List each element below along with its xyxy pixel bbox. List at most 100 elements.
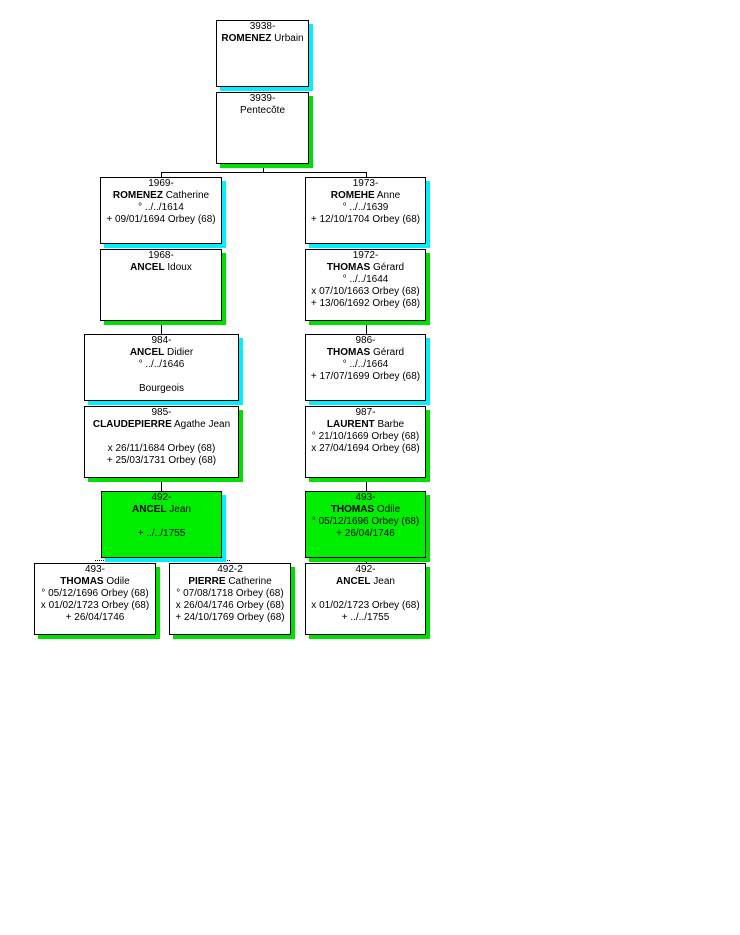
- connector-line: [366, 172, 367, 177]
- person-surname: ROMEHE: [330, 190, 375, 201]
- person-number: 1973-: [352, 178, 379, 189]
- person-node[interactable]: 3939-Pentecôte: [216, 92, 309, 164]
- person-surname: ANCEL: [336, 576, 371, 587]
- person-detail: [306, 588, 425, 600]
- person-detail: ° 05/12/1696 Orbey (68): [311, 516, 420, 527]
- person-given-name: Didier: [167, 347, 194, 358]
- person-number: 986-: [355, 335, 376, 346]
- person-detail: + 24/10/1769 Orbey (68): [175, 612, 285, 623]
- person-number: 3938-: [249, 21, 276, 32]
- person-given-name: Agathe Jean: [173, 419, 231, 430]
- person-number: 984-: [151, 335, 172, 346]
- person-node[interactable]: 987-LAURENT Barbe° 21/10/1669 Orbey (68)…: [305, 406, 426, 478]
- person-number: 985-: [151, 407, 172, 418]
- person-detail: [85, 371, 238, 383]
- person-name: ANCEL Didier: [85, 347, 238, 359]
- person-name: PIERRE Catherine: [170, 576, 290, 588]
- person-surname: ANCEL: [129, 347, 165, 358]
- person-number: 493-: [355, 492, 376, 503]
- person-surname: THOMAS: [326, 347, 371, 358]
- person-name: THOMAS Gérard: [306, 262, 425, 274]
- person-surname: ROMENEZ: [112, 190, 163, 201]
- person-node[interactable]: 1969-ROMENEZ Catherine° ../../1614+ 09/0…: [100, 177, 222, 244]
- person-given-name: Jean: [373, 576, 395, 587]
- person-node[interactable]: 492-ANCEL Jean + ../../1755: [101, 491, 222, 558]
- person-detail: x 07/10/1663 Orbey (68): [311, 286, 420, 297]
- person-given-name: Pentecôte: [239, 105, 286, 116]
- person-number: 493-: [84, 564, 105, 575]
- person-detail: + ../../1755: [341, 612, 390, 623]
- person-detail: x 01/02/1723 Orbey (68): [40, 600, 150, 611]
- person-name: THOMAS Odile: [35, 576, 155, 588]
- connector-line: [161, 172, 366, 173]
- person-name: THOMAS Odile: [306, 504, 425, 516]
- person-name: ANCEL Jean: [306, 576, 425, 588]
- person-name: Pentecôte: [217, 105, 308, 117]
- person-surname: LAURENT: [326, 419, 375, 430]
- person-node[interactable]: 493-THOMAS Odile° 05/12/1696 Orbey (68)x…: [34, 563, 156, 635]
- person-name: ROMENEZ Catherine: [101, 190, 221, 202]
- person-number: 492-2: [217, 564, 243, 575]
- person-detail: [85, 431, 238, 443]
- person-name: ROMEHE Anne: [306, 190, 425, 202]
- person-given-name: Catherine: [165, 190, 210, 201]
- connector-line: [161, 478, 162, 491]
- person-given-name: Gérard: [373, 347, 405, 358]
- person-detail: x 26/04/1746 Orbey (68): [175, 600, 285, 611]
- person-number: 492-: [355, 564, 376, 575]
- person-detail: + 17/07/1699 Orbey (68): [310, 371, 421, 382]
- person-given-name: Idoux: [167, 262, 192, 273]
- connector-line: [366, 478, 367, 491]
- person-detail: + 26/04/1746: [65, 612, 125, 623]
- person-given-name: Odile: [376, 504, 401, 515]
- person-name: ROMENEZ Urbain: [217, 33, 308, 45]
- person-surname: ANCEL: [132, 504, 167, 515]
- person-detail: x 27/04/1694 Orbey (68): [311, 443, 420, 454]
- person-surname: THOMAS: [326, 262, 371, 273]
- person-given-name: Gérard: [373, 262, 405, 273]
- person-number: 492-: [151, 492, 172, 503]
- person-detail: [102, 516, 221, 528]
- person-detail: + 09/01/1694 Orbey (68): [106, 214, 216, 225]
- person-surname: ANCEL: [130, 262, 165, 273]
- person-node[interactable]: 3938-ROMENEZ Urbain: [216, 20, 309, 87]
- person-number: 3939-: [249, 93, 276, 104]
- connector-line: [366, 321, 367, 334]
- person-detail: ° 05/12/1696 Orbey (68): [41, 588, 149, 599]
- person-detail: Bourgeois: [138, 383, 185, 394]
- person-detail: + 25/03/1731 Orbey (68): [106, 455, 217, 466]
- person-node[interactable]: 1968-ANCEL Idoux: [100, 249, 222, 321]
- person-given-name: Anne: [376, 190, 401, 201]
- person-given-name: Urbain: [274, 33, 304, 44]
- person-detail: ° ../../1639: [342, 202, 389, 213]
- person-detail: + ../../1755: [137, 528, 186, 539]
- person-detail: ° ../../1614: [138, 202, 184, 213]
- person-given-name: Odile: [106, 576, 130, 587]
- person-detail: ° ../../1646: [138, 359, 185, 370]
- person-node[interactable]: 1973-ROMEHE Anne° ../../1639+ 12/10/1704…: [305, 177, 426, 244]
- person-name: THOMAS Gérard: [306, 347, 425, 359]
- person-given-name: Jean: [169, 504, 191, 515]
- person-number: 1968-: [148, 250, 174, 261]
- person-name: ANCEL Idoux: [101, 262, 221, 274]
- person-name: LAURENT Barbe: [306, 419, 425, 431]
- person-detail: ° ../../1644: [342, 274, 389, 285]
- person-node[interactable]: 986-THOMAS Gérard° ../../1664+ 17/07/169…: [305, 334, 426, 401]
- person-detail: + 26/04/1746: [336, 528, 395, 539]
- person-detail: + 12/10/1704 Orbey (68): [310, 214, 421, 225]
- person-node[interactable]: 493-THOMAS Odile° 05/12/1696 Orbey (68)+…: [305, 491, 426, 558]
- person-surname: THOMAS: [330, 504, 375, 515]
- person-surname: ROMENEZ: [221, 33, 272, 44]
- person-surname: CLAUDEPIERRE: [92, 419, 172, 430]
- connector-line: [161, 321, 162, 334]
- person-name: ANCEL Jean: [102, 504, 221, 516]
- person-detail: + 13/06/1692 Orbey (68): [310, 298, 421, 309]
- person-number: 1972-: [352, 250, 379, 261]
- connector-line: [263, 164, 264, 172]
